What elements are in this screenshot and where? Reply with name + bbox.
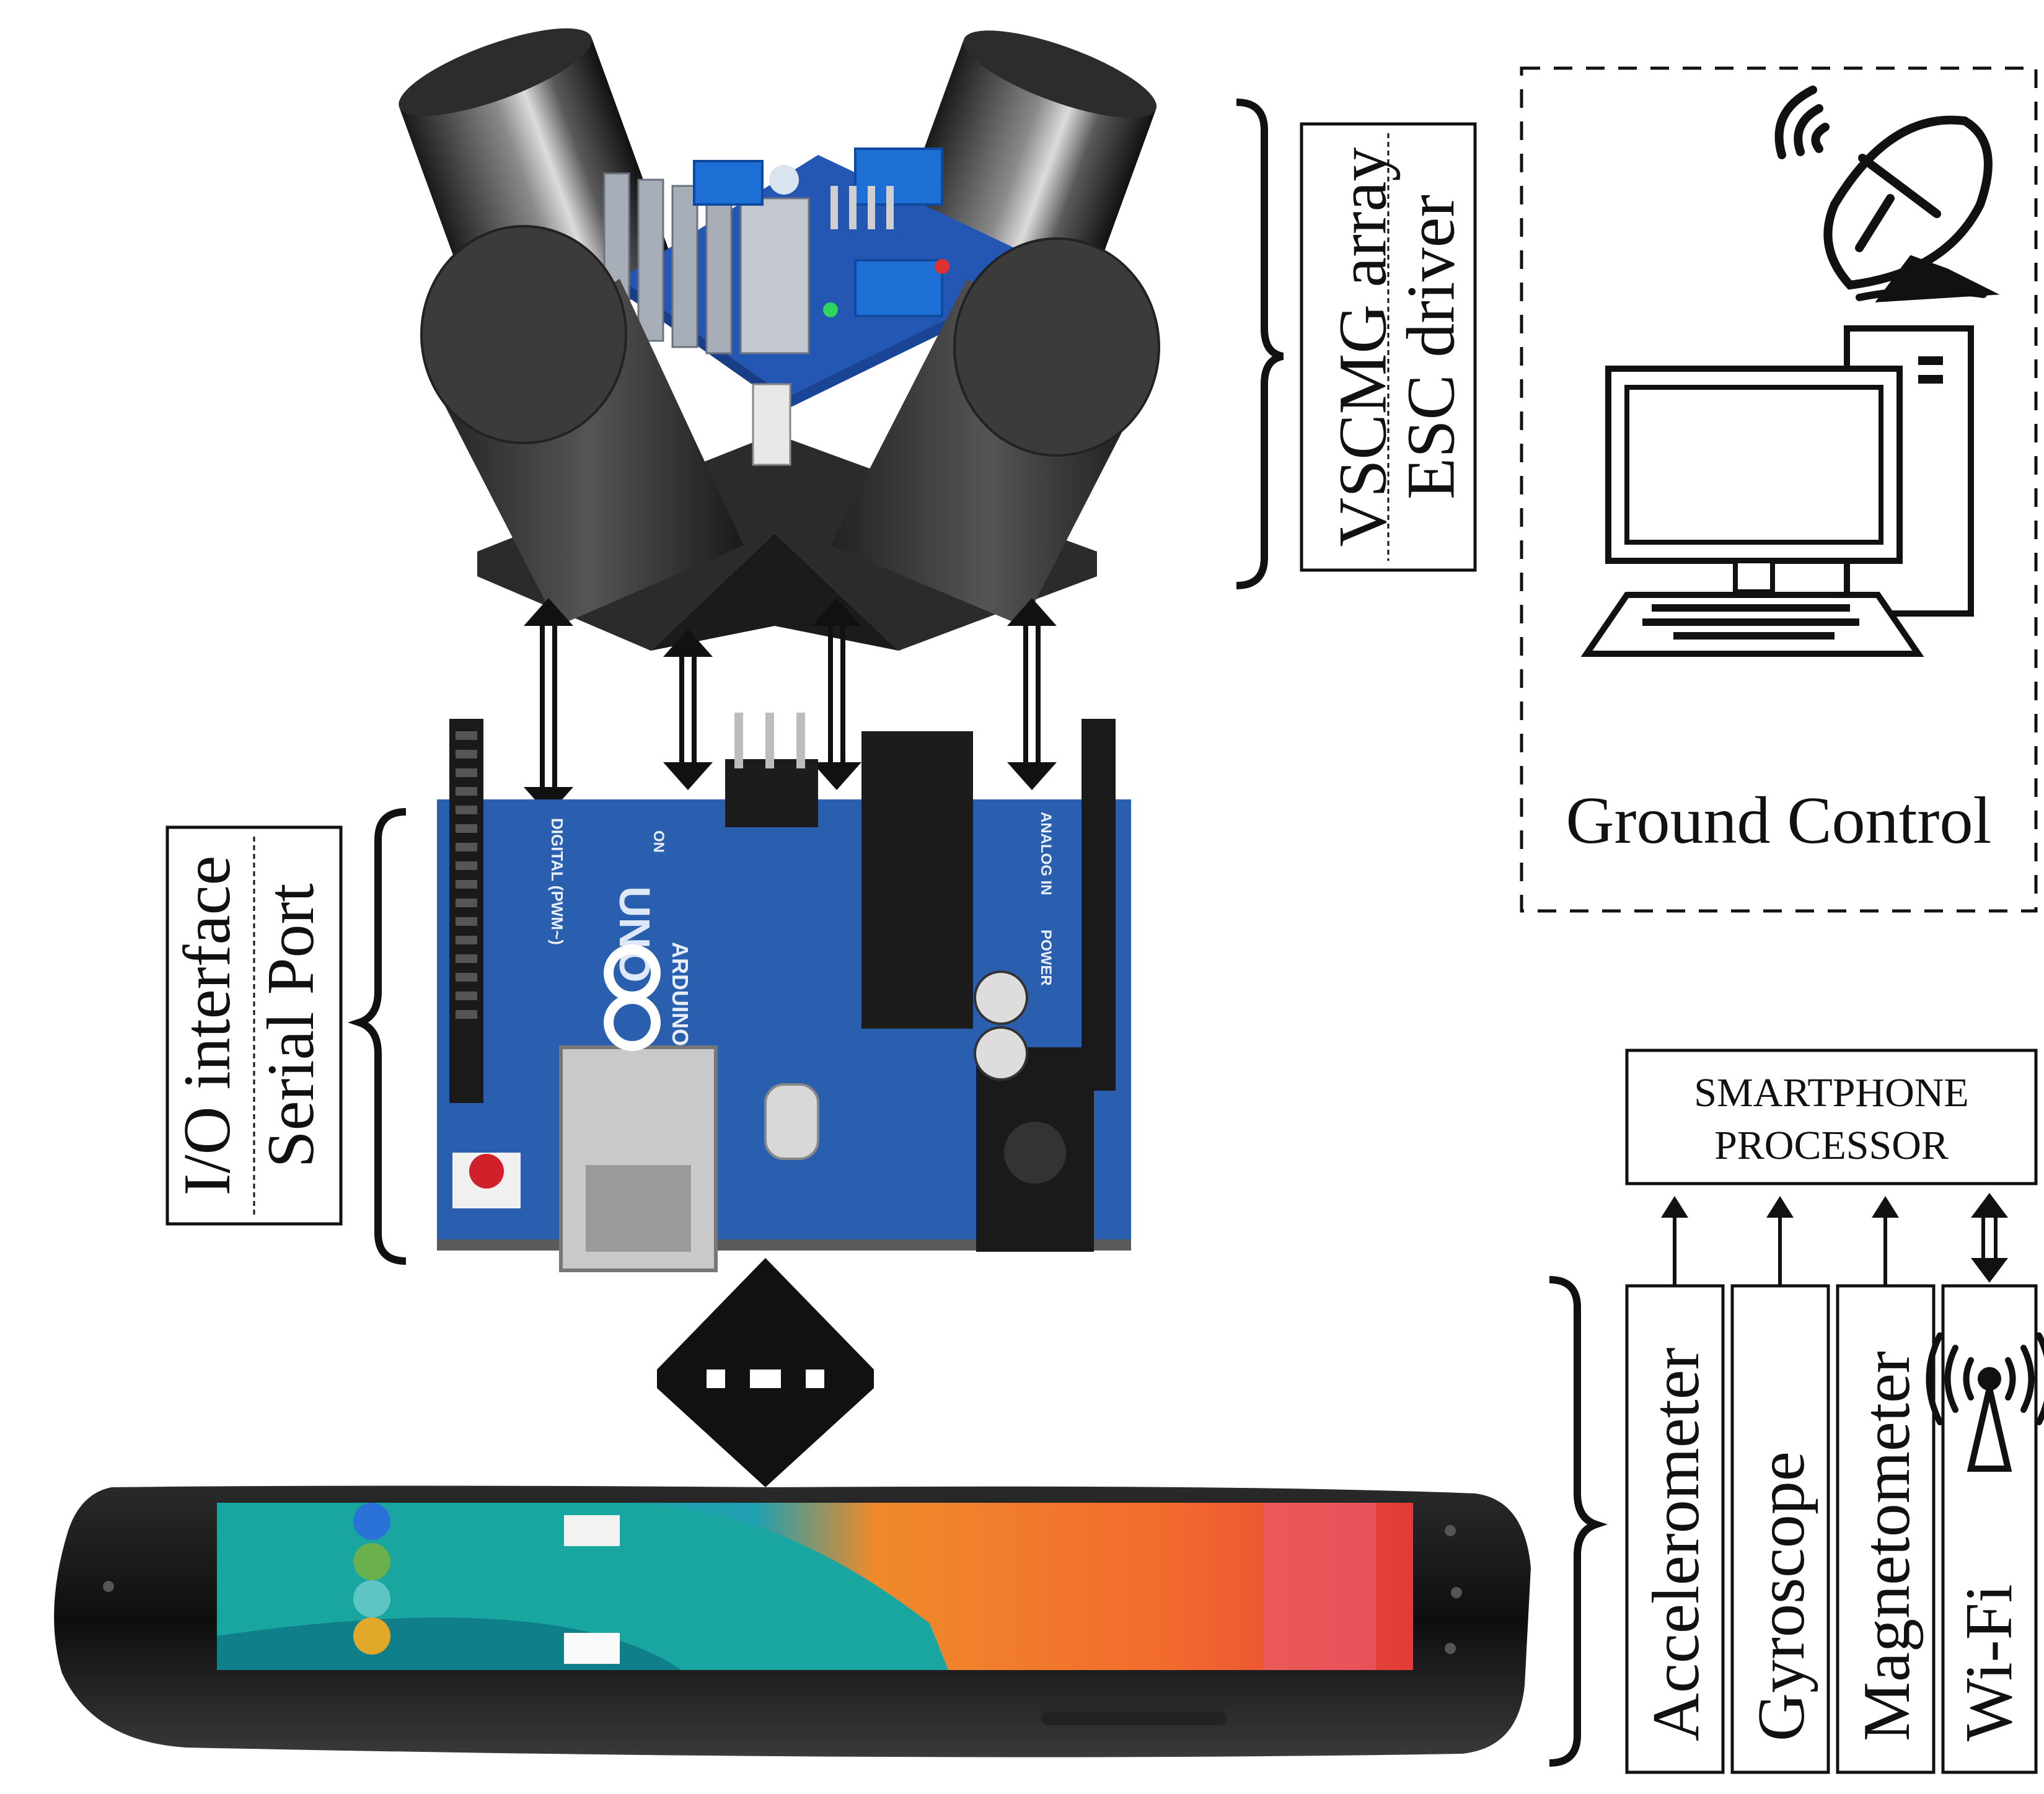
- sensors-brace: [1549, 1276, 1608, 1767]
- magnetometer-label: Magnetometer: [1850, 1351, 1924, 1741]
- arrow-2: [663, 629, 713, 790]
- io-label-group: I/O interface Serial Port: [165, 808, 407, 1265]
- bidirectional-arrows-upper: [524, 598, 1057, 815]
- serial-link-arrow: [657, 1258, 874, 1487]
- smartphone-block-diagram: SMARTPHONE PROCESSOR Accelerometer Gyros…: [1549, 1049, 2044, 1774]
- ground-control-label: Ground Control: [1566, 784, 1992, 858]
- board-arduino-text: ARDUINO: [667, 942, 693, 1046]
- smartphone-processor-line2: PROCESSOR: [1714, 1123, 1949, 1168]
- arrow-1: [524, 598, 573, 815]
- board-power-text: POWER: [1037, 930, 1054, 986]
- smartphone-image: [54, 1485, 1531, 1757]
- sensor-box-wifi: [1941, 1284, 2038, 1774]
- satellite-dish-icon: [1774, 86, 2000, 302]
- wifi-antenna-icon: [1926, 1332, 2044, 1472]
- ground-control-box: [1520, 66, 2038, 913]
- gyroscope-label: Gyroscope: [1745, 1451, 1818, 1741]
- vscmg-brace: [1236, 99, 1284, 589]
- io-brace: [348, 808, 407, 1265]
- smartphone-processor-line1: SMARTPHONE: [1694, 1070, 1968, 1115]
- serial-port-label: Serial Port: [254, 884, 328, 1168]
- sensor-box-magnetometer: [1836, 1284, 1936, 1774]
- board-digital-text: DIGITAL (PWM~): [548, 818, 566, 945]
- arrow-3: [812, 598, 861, 790]
- accelerometer-label: Accelerometer: [1639, 1347, 1713, 1741]
- smartphone-processor-box: [1625, 1049, 2038, 1185]
- ground-control-panel: Ground Control: [1520, 66, 2038, 913]
- desktop-computer-icon: [1580, 325, 1974, 657]
- sensor-arrows: [1661, 1193, 2008, 1286]
- front-right-cylinder: [830, 237, 1160, 626]
- arduino-logo-icon: [604, 944, 661, 1051]
- vscmg-array-label: VSCMG array: [1324, 147, 1400, 547]
- io-interface-label: I/O interface: [170, 856, 244, 1196]
- board-analog-text: ANALOG IN: [1037, 812, 1054, 895]
- wifi-label: Wi-Fi: [1952, 1584, 2026, 1741]
- board-on-text: ON: [650, 830, 667, 853]
- sensor-box-accelerometer: [1625, 1284, 1725, 1774]
- vscmg-hardware-image: [399, 28, 1160, 651]
- arduino-board-image: UNO ARDUINO DIGITAL (PWM~) ANALOG IN POW…: [437, 713, 1131, 1272]
- front-left-cylinder: [420, 225, 744, 626]
- arrow-4: [1007, 598, 1057, 790]
- vscmg-label-group: VSCMG array ESC driver: [1236, 99, 1477, 589]
- esc-driver-label: ESC driver: [1393, 195, 1468, 499]
